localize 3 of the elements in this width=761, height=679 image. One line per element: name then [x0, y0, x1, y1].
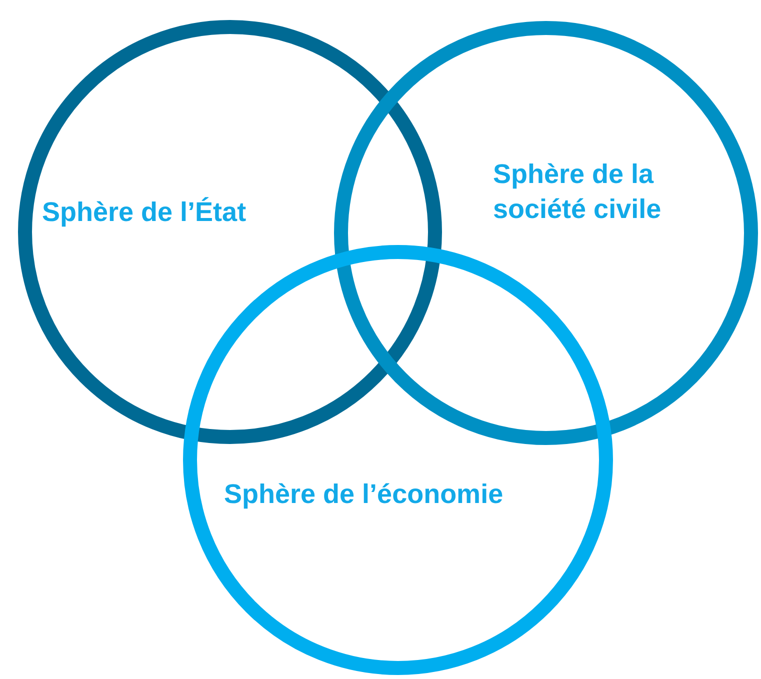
circle-label: Sphère de l’État: [42, 196, 248, 229]
circle-label: Sphère de l’économie: [224, 478, 504, 511]
circle-label: Sphère de la société civile: [493, 158, 662, 226]
